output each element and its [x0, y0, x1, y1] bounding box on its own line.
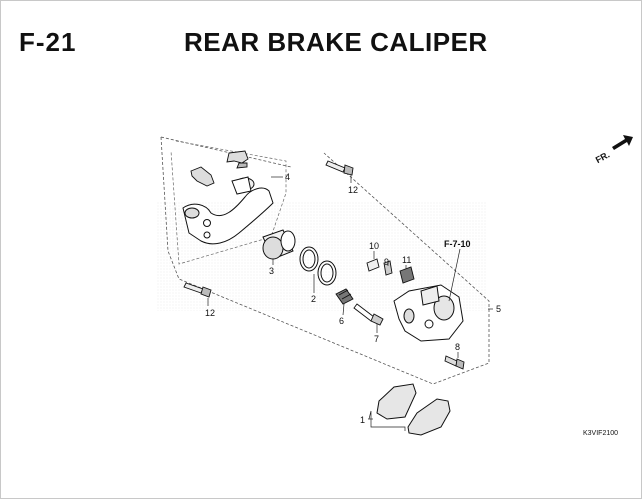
- bolt-part: [325, 160, 354, 176]
- callout-1: 1: [360, 415, 365, 425]
- callout-3: 3: [269, 266, 274, 276]
- boot-small-part: [399, 266, 415, 284]
- callout-2: 2: [311, 294, 316, 304]
- front-direction-arrow-icon: [612, 135, 633, 150]
- front-direction-label: FR.: [594, 149, 611, 165]
- pin-part: [353, 303, 384, 326]
- piston-seal-part: [299, 246, 337, 286]
- assembly-outline: [160, 136, 490, 385]
- pad-clip-part: [190, 150, 249, 187]
- piston-part: [262, 229, 296, 260]
- callout-5: 5: [496, 304, 501, 314]
- callout-8: 8: [455, 342, 460, 352]
- brake-pad-part: [376, 383, 451, 436]
- callout-4: 4: [285, 172, 290, 182]
- boot-part: [335, 288, 354, 305]
- callout-9: 9: [384, 257, 389, 267]
- callout-10: 10: [369, 241, 379, 251]
- bolt-part: [444, 355, 465, 370]
- callout-6: 6: [339, 316, 344, 326]
- section-code: F-21: [19, 27, 77, 57]
- caliper-bracket-part: [182, 176, 274, 245]
- caliper-body-part: [393, 284, 464, 342]
- page-title: REAR BRAKE CALIPER: [184, 27, 488, 57]
- reference-label: F-7-10: [444, 239, 471, 249]
- callout-7: 7: [374, 334, 379, 344]
- bolt-part: [183, 282, 212, 298]
- callout-12: 12: [205, 308, 215, 318]
- leader-lines: [207, 175, 493, 431]
- callout-11: 11: [402, 255, 411, 265]
- callout-12: 12: [348, 185, 358, 195]
- bleeder-cap-part: [366, 258, 380, 272]
- figure-code: K3VIF2100: [583, 430, 618, 437]
